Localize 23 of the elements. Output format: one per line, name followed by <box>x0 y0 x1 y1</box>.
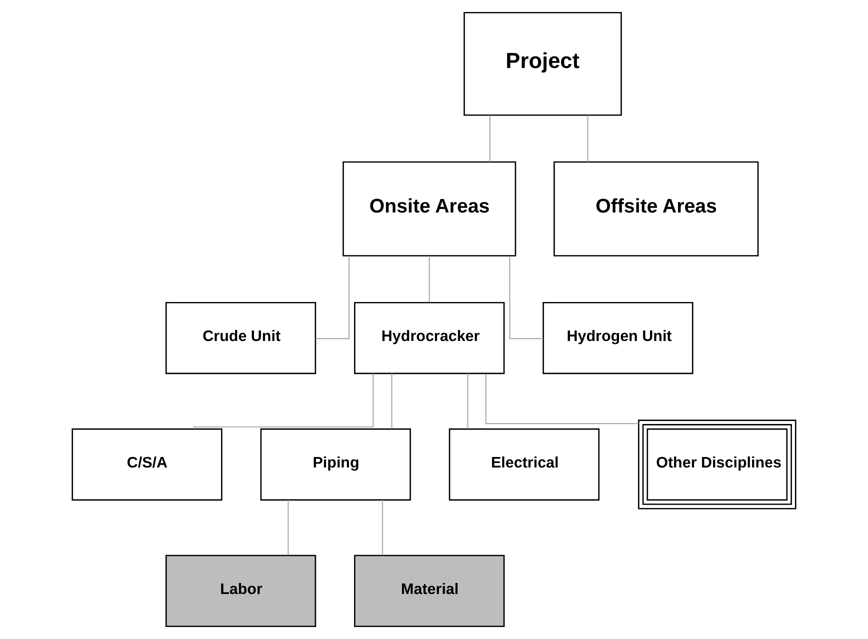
node-box: Crude Unit <box>165 302 316 374</box>
connector <box>428 256 430 302</box>
connector <box>391 374 392 429</box>
node-box: Offsite Areas <box>554 161 759 256</box>
node-box: Project <box>464 12 622 116</box>
node-box: Labor <box>165 554 316 628</box>
connector <box>587 115 588 162</box>
node-box: Onsite Areas <box>342 161 516 256</box>
node-box: Other Disciplines <box>638 420 796 510</box>
connector <box>467 374 468 429</box>
node-box: Piping <box>260 428 411 501</box>
node-box: Material <box>354 554 505 628</box>
node-box: Hydrogen Unit <box>542 302 694 374</box>
connector <box>382 500 384 556</box>
connector <box>316 256 350 340</box>
node-box: Electrical <box>448 428 600 501</box>
connector <box>288 500 289 556</box>
connector <box>509 256 544 340</box>
node-box: Hydrocracker <box>354 302 505 374</box>
node-box: C/S/A <box>72 428 222 501</box>
connector <box>193 374 374 430</box>
connector <box>485 374 639 424</box>
connector <box>489 115 490 162</box>
